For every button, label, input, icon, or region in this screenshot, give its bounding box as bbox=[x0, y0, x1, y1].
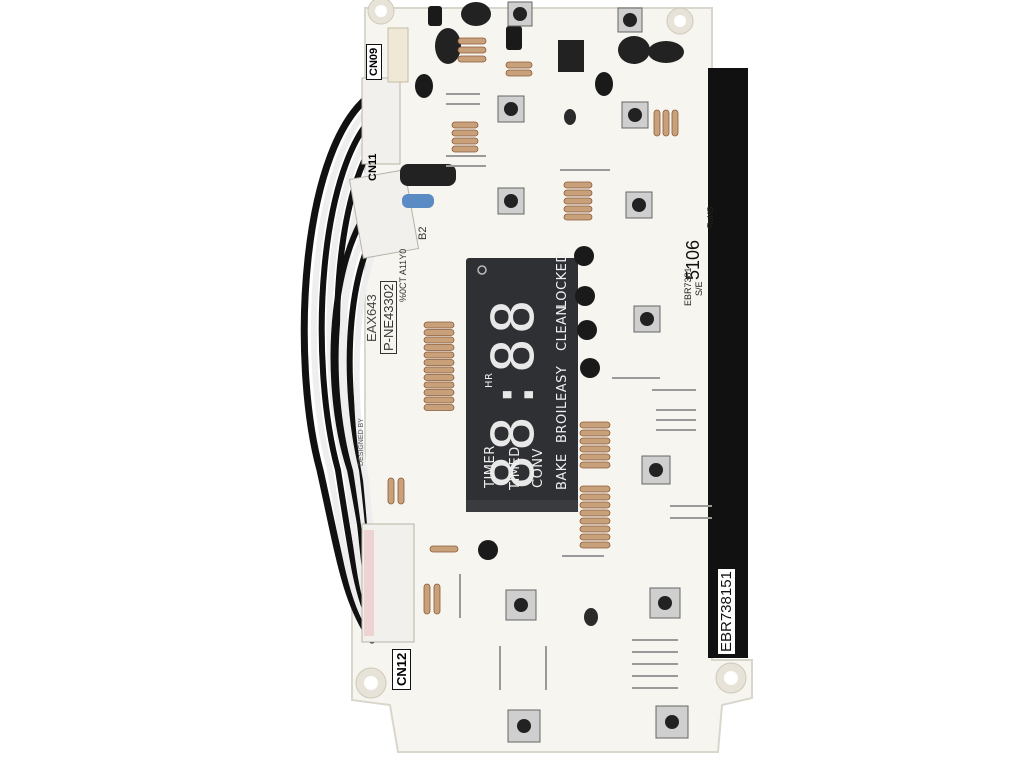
resistor bbox=[662, 109, 670, 137]
resistor bbox=[579, 485, 611, 493]
resistor bbox=[579, 421, 611, 429]
silk-b2: B2 bbox=[417, 226, 429, 240]
resistor bbox=[423, 321, 455, 329]
resistor bbox=[387, 477, 395, 505]
jumper-wires bbox=[446, 93, 712, 690]
transistors bbox=[415, 6, 613, 560]
indicator-broil: BROIL bbox=[555, 401, 570, 443]
resistor bbox=[423, 366, 455, 374]
capacitors bbox=[400, 2, 684, 208]
resistor bbox=[451, 121, 479, 129]
resistor bbox=[423, 404, 455, 411]
led-display bbox=[466, 258, 578, 512]
silk-ebr-small: EBR7381 bbox=[683, 267, 693, 306]
indicator-conv: CONV bbox=[531, 448, 546, 488]
resistor bbox=[579, 461, 611, 469]
resistor bbox=[429, 545, 459, 553]
silk-sse: S/E bbox=[694, 281, 704, 296]
resistor bbox=[579, 453, 611, 461]
resistor bbox=[563, 189, 593, 197]
resistor bbox=[457, 46, 487, 54]
silk-rohs: RoHS bbox=[706, 206, 715, 228]
display-hr: HR bbox=[484, 372, 495, 388]
silk-date: %0CT A11Y0 bbox=[398, 248, 408, 302]
part-number: EBR738151 bbox=[718, 569, 735, 654]
silk-eax: EAX643 bbox=[364, 294, 379, 342]
resistor bbox=[579, 541, 611, 549]
indicator-clean: CLEAN bbox=[555, 305, 570, 351]
resistor bbox=[563, 181, 593, 189]
resistor bbox=[579, 429, 611, 437]
resistor bbox=[579, 501, 611, 509]
resistor bbox=[579, 437, 611, 445]
resistor bbox=[451, 145, 479, 153]
resistor bbox=[505, 69, 533, 77]
resistor bbox=[505, 61, 533, 69]
resistor bbox=[579, 517, 611, 525]
resistor bbox=[563, 197, 593, 205]
indicator-locked: LOCKED bbox=[555, 252, 570, 308]
resistor bbox=[653, 109, 661, 137]
resistor bbox=[451, 129, 479, 137]
silk-pne: P-NE43302 bbox=[380, 280, 397, 354]
mounting-holes bbox=[355, 0, 747, 699]
resistor bbox=[423, 329, 455, 336]
connector-label-cn11: CN11 bbox=[367, 153, 379, 181]
resistor bbox=[451, 137, 479, 145]
connector-label-cn09: CN09 bbox=[366, 43, 382, 80]
indicator-easy: EASY bbox=[555, 365, 570, 401]
resistor bbox=[563, 213, 593, 221]
resistor bbox=[579, 525, 611, 533]
resistor bbox=[579, 533, 611, 541]
silk-designed: DESIGNED BY bbox=[358, 418, 365, 466]
indicator-timer: TIMER bbox=[483, 445, 498, 488]
resistor bbox=[457, 55, 487, 63]
resistor bbox=[423, 396, 455, 404]
resistor bbox=[423, 359, 455, 366]
resistor bbox=[457, 37, 487, 45]
resistor bbox=[579, 445, 611, 453]
resistor bbox=[563, 205, 593, 213]
connector-label-cn12: CN12 bbox=[392, 648, 411, 690]
resistor bbox=[423, 374, 455, 381]
connectors bbox=[348, 27, 420, 643]
resistor bbox=[671, 109, 679, 137]
resistor bbox=[579, 493, 611, 501]
indicator-bake: BAKE bbox=[555, 453, 570, 490]
resistor bbox=[423, 336, 455, 344]
resistor bbox=[397, 477, 405, 505]
tactile-switches bbox=[497, 1, 689, 743]
resistor bbox=[579, 509, 611, 517]
resistor bbox=[423, 344, 455, 351]
resistor bbox=[423, 351, 455, 359]
resistor bbox=[423, 381, 455, 389]
resistor bbox=[423, 389, 455, 396]
indicator-timed: TIMED bbox=[508, 446, 523, 490]
resistor bbox=[433, 583, 441, 615]
resistor-banks bbox=[387, 37, 679, 615]
resistor bbox=[423, 583, 431, 615]
